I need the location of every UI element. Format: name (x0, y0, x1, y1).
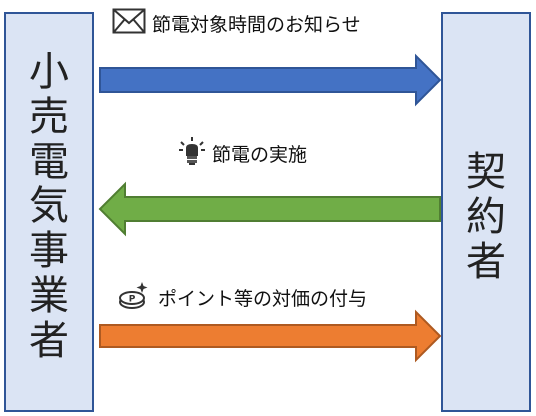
notice-label: 節電対象時間のお知らせ (112, 8, 361, 39)
label-char: 気 (29, 183, 69, 230)
label-char: 小 (29, 49, 69, 95)
label-char: 電 (29, 138, 69, 185)
contractor-box: 契 約 者 (441, 12, 531, 412)
label-char: 業 (29, 272, 69, 319)
notice-arrow (99, 53, 442, 107)
point-coin-icon: P (118, 280, 152, 315)
label-char: 契 (466, 149, 506, 195)
reward-text: ポイント等の対価の付与 (158, 288, 368, 310)
contractor-label: 契 約 者 (443, 150, 529, 284)
envelope-icon (112, 8, 146, 39)
saving-action-label: 節電の実施 (178, 136, 307, 171)
reward-label: P ポイント等の対価の付与 (118, 280, 367, 315)
svg-text:P: P (129, 295, 136, 305)
reward-arrow (99, 309, 442, 363)
lightbulb-icon (178, 136, 206, 171)
label-char: 約 (466, 193, 506, 240)
label-char: 事 (29, 228, 69, 275)
label-char: 者 (29, 317, 69, 364)
label-char: 売 (29, 93, 69, 140)
saving-action-arrow (98, 181, 441, 237)
retail-electricity-provider-box: 小 売 電 気 事 業 者 (4, 12, 94, 412)
label-char: 者 (466, 238, 506, 285)
saving-action-text: 節電の実施 (212, 144, 308, 166)
notice-text: 節電対象時間のお知らせ (152, 14, 361, 36)
retail-electricity-provider-label: 小 売 電 気 事 業 者 (6, 50, 92, 364)
